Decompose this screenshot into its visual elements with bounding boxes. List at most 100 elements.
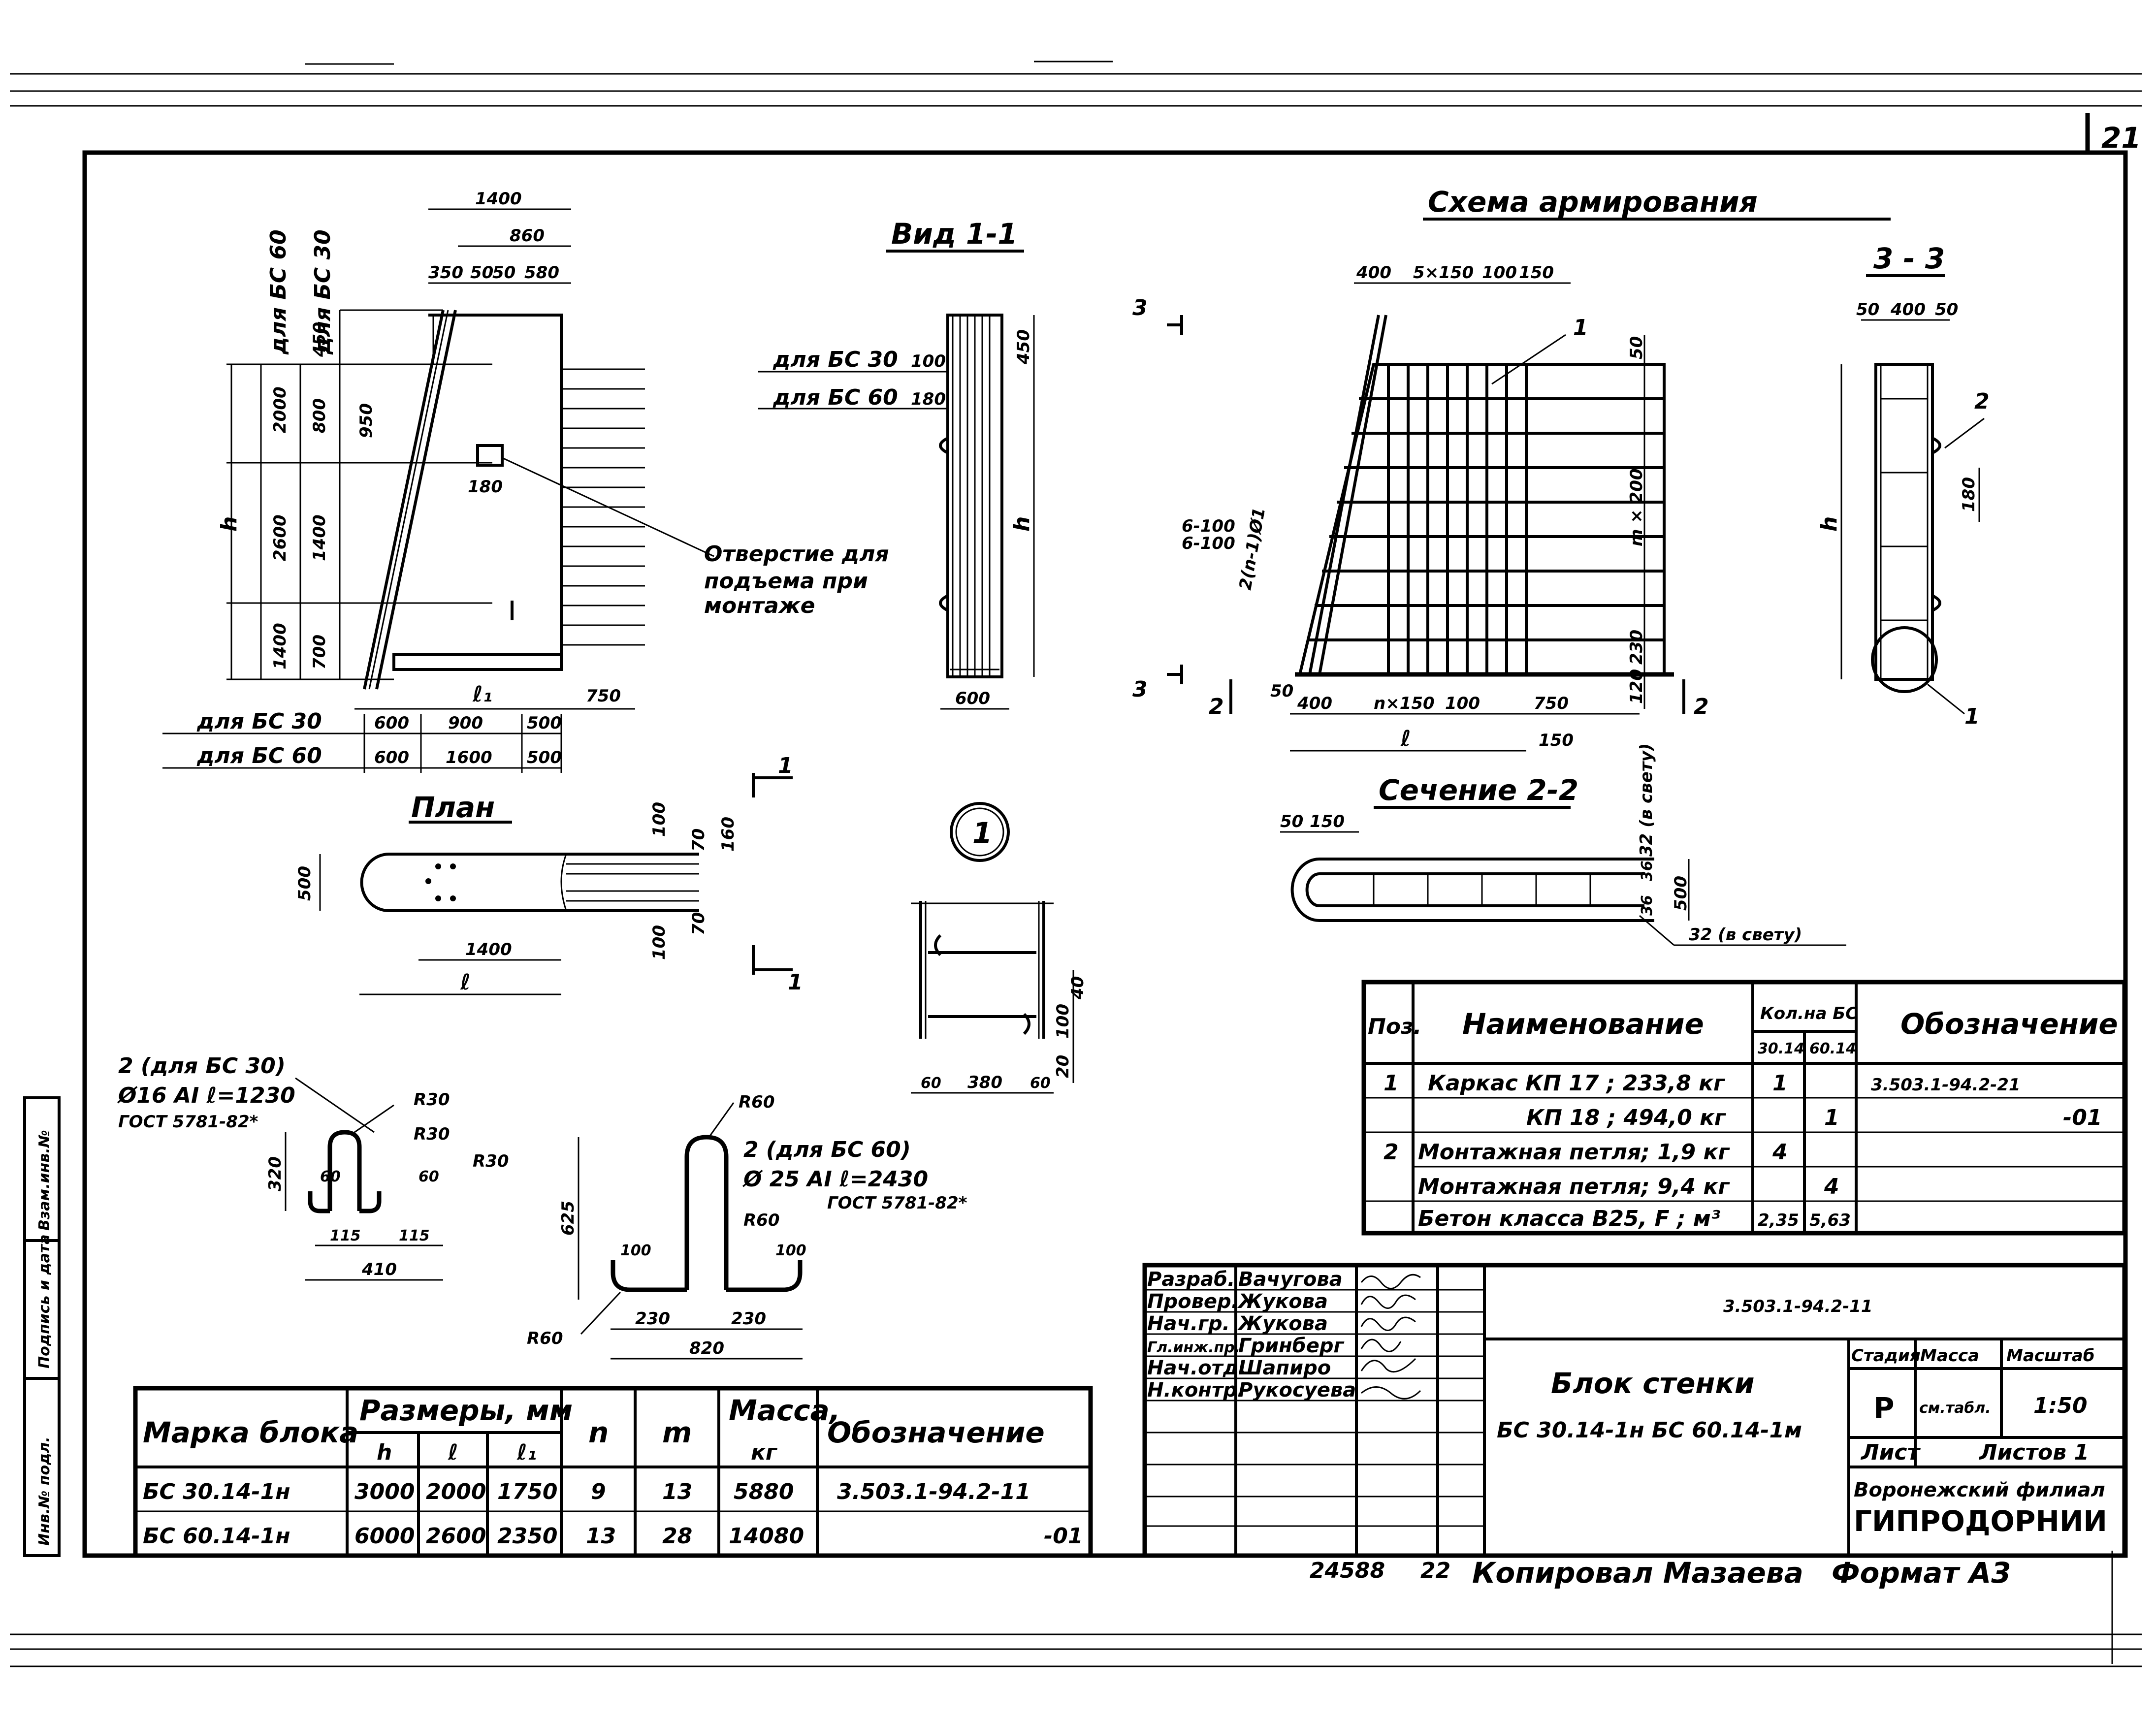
elev-dim-860: 860 (510, 226, 545, 246)
loop30-title: 2 (для БС 30) (118, 1053, 286, 1079)
detail1-dim-60b: 60 (1030, 1075, 1051, 1092)
view11-bs60-val: 180 (911, 389, 946, 409)
elev-dim-950: 950 (356, 403, 376, 438)
spec-row-2: КП 18 ; 494,0 кг 1 -01 (1526, 1105, 2102, 1130)
loop60-dim-820: 820 (689, 1339, 724, 1358)
section-3-3: 3 - 3 50 400 50 180 h 2 1 (1817, 242, 1990, 729)
view11-bs30-val: 100 (911, 351, 946, 371)
tb-name-5: Шапиро (1238, 1357, 1331, 1379)
block-h-des: Обозначение (827, 1416, 1045, 1449)
block-r2-h: 6000 (354, 1524, 415, 1549)
block-r1-des: 3.503.1-94.2-11 (837, 1479, 1030, 1504)
view11-title: Вид 1-1 (891, 217, 1018, 251)
scheme-bot-50: 50 (1270, 681, 1293, 701)
elev-col-bs60: для БС 60 (266, 229, 291, 355)
elev-dim-180: 180 (468, 477, 503, 497)
stamp-sign-date: Подпись и дата (36, 1235, 53, 1369)
tb-scale-header: Масштаб (2006, 1346, 2094, 1366)
spec-r3-name: Монтажная петля; 1,9 кг (1418, 1140, 1730, 1165)
spec-r3-q30: 4 (1772, 1140, 1788, 1165)
block-h-mass: Масса, (729, 1394, 840, 1427)
stamp-replace-inv: Взам.инв.№ (36, 1130, 53, 1231)
section22-dim-32-bottom: 32 (в свету) (1689, 925, 1802, 945)
scheme-dim-400: 400 (1356, 263, 1391, 283)
tb-role-5: Нач.отд. (1147, 1357, 1246, 1379)
loop30-dim-115b: 115 (399, 1227, 430, 1244)
sheet-number: 21 (2101, 121, 2141, 155)
tb-title: Блок стенки (1551, 1367, 1755, 1400)
elev-v30-800: 800 (310, 398, 329, 433)
scheme-bot-l: ℓ (1400, 726, 1411, 751)
spec-r1-name: Каркас КП 17 ; 233,8 кг (1428, 1071, 1726, 1096)
loop30-r30b: R30 (414, 1124, 450, 1144)
loop60-dim-100b: 100 (775, 1242, 806, 1259)
footer-number: 24588 (1310, 1558, 1385, 1583)
spec-h-qty: Кол.на БС (1760, 1004, 1858, 1023)
detail1-dim-380: 380 (967, 1073, 1002, 1092)
block-r2-m: 28 (662, 1524, 692, 1549)
view11-bs60-label: для БС 60 (772, 385, 898, 410)
section33-title: 3 - 3 (1873, 242, 1945, 275)
elev-dim-1400: 1400 (475, 189, 522, 209)
block-r1-m: 13 (662, 1479, 692, 1504)
elev-dim-750: 750 (586, 686, 621, 706)
section33-dim-50b: 50 (1935, 300, 1958, 319)
spec-row-3: 2 Монтажная петля; 1,9 кг 4 (1384, 1140, 1788, 1165)
tb-name-2: Жукова (1237, 1290, 1328, 1313)
section22-dim-32-top: 32 (в свету) (1637, 743, 1656, 857)
tb-sheet-label: Лист (1860, 1440, 1921, 1465)
plan-dim-500: 500 (295, 866, 315, 901)
elev-dim-h: h (217, 516, 242, 532)
spec-r5-q60: 5,63 (1809, 1211, 1851, 1230)
title-block: Разраб. Провер. Нач.гр. Гл.инж.пр. Нач.о… (1142, 1263, 2127, 1558)
view11-dim-450: 450 (1014, 329, 1033, 365)
spec-table: Поз. Наименование Кол.на БС 30.14 60.14 … (1361, 980, 2127, 1236)
block-h-dims: Размеры, мм (359, 1394, 573, 1427)
hole-note-3: монтаже (704, 593, 815, 618)
loop30-dim-320: 320 (265, 1156, 285, 1191)
scheme-pos-1: 1 (1573, 315, 1588, 340)
signatures (1360, 1274, 1421, 1400)
footer-num2: 22 (1420, 1558, 1450, 1583)
scheme-note-2n1: 2(n-1)Ø1 (1235, 506, 1269, 592)
view11-dim-h: h (1009, 516, 1034, 532)
loop30-dim-60b: 60 (418, 1168, 439, 1185)
spec-row-4: Монтажная петля; 9,4 кг 4 (1418, 1174, 1839, 1199)
section33-dim-180: 180 (1959, 477, 1979, 512)
loop30-dim-60a: 60 (320, 1168, 341, 1185)
section33-dim-h: h (1817, 516, 1842, 532)
section33-dim-400: 400 (1890, 300, 1926, 319)
plan-view: План 500 1400 ℓ 100 70 160 70 100 1 1 (295, 753, 803, 995)
scheme-mark-2-left: 2 (1209, 694, 1224, 719)
plan-dim-100a: 100 (649, 802, 669, 837)
section22-title: Сечение 2-2 (1379, 773, 1578, 807)
elev-dim-580: 580 (524, 263, 559, 283)
scheme-mark-2-right: 2 (1694, 694, 1709, 719)
elev-v30-450: 450 (310, 322, 329, 357)
tb-sheets-label: Листов 1 (1978, 1440, 2089, 1465)
block-r2-mark: БС 60.14-1н (143, 1524, 290, 1549)
spec-r2-q60: 1 (1824, 1105, 1839, 1130)
section33-pos-1: 1 (1964, 704, 1980, 729)
loop-bs30-detail: 2 (для БС 30) Ø16 АI ℓ=1230 ГОСТ 5781-82… (117, 1053, 509, 1281)
reinforcement-scheme: Схема армирования 400 5×150 100 150 1 50… (1132, 185, 1891, 752)
spec-r4-name: Монтажная петля; 9,4 кг (1418, 1174, 1730, 1199)
block-h-l: ℓ (448, 1440, 458, 1465)
scheme-mark-3-top: 3 (1132, 295, 1148, 320)
elev-row-bs60-label: для БС 60 (196, 743, 322, 768)
block-r1-mark: БС 30.14-1н (143, 1479, 290, 1504)
block-r1-l: 2000 (426, 1479, 486, 1504)
scheme-dim-5x150: 5×150 (1413, 263, 1474, 283)
elev-row-bs30-900: 900 (448, 713, 483, 733)
plan-title: План (411, 791, 495, 824)
tb-mass-header: Масса (1920, 1346, 1979, 1366)
elev-v30-700: 700 (310, 635, 329, 669)
loop60-spec1: Ø 25 АI ℓ=2430 (742, 1167, 928, 1192)
loop-bs60-detail: R60 2 (для БС 60) Ø 25 АI ℓ=2430 ГОСТ 57… (527, 1092, 967, 1360)
block-r2-des: -01 (1044, 1524, 1083, 1549)
tb-name-4: Гринберг (1238, 1335, 1344, 1357)
spec-h-des: Обозначение (1900, 1007, 2118, 1041)
block-r2-mass: 14080 (729, 1524, 804, 1549)
scheme-note-6-100b: 6-100 (1182, 534, 1235, 553)
block-r1-l1: 1750 (497, 1479, 557, 1504)
